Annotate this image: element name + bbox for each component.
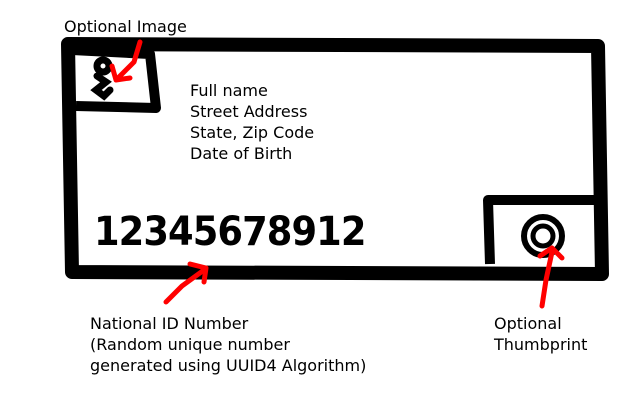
image-arrow-head (109, 63, 133, 83)
thumbprint-label: Optional Thumbprint (494, 313, 587, 355)
person-icon (90, 56, 114, 101)
card-border (61, 37, 609, 281)
date-of-birth-field: Date of Birth (190, 144, 293, 163)
thumbprint-label-line: Thumbprint (494, 335, 588, 354)
national-id-number: 12345678912 (94, 209, 366, 255)
annotation-arrows (109, 39, 565, 309)
street-address-field: Street Address (190, 102, 308, 121)
full-name-field: Full name (190, 81, 268, 100)
thumbprint-label-line: Optional (494, 314, 562, 333)
image-arrow (115, 39, 143, 81)
state-zip-field: State, Zip Code (190, 123, 315, 142)
thumbprint-box (483, 195, 596, 265)
national-id-label-line: (Random unique number (90, 335, 290, 354)
id-arrow-head (187, 261, 209, 285)
thumb-arrow (539, 249, 555, 309)
card-fields: Full name Street Address State, Zip Code… (190, 80, 314, 164)
national-id-label-line: generated using UUID4 Algorithm) (90, 356, 367, 375)
optional-image-label: Optional Image (64, 17, 187, 36)
thumb-arrow-head (537, 245, 565, 261)
id-arrow (163, 267, 207, 305)
photo-box (71, 45, 161, 113)
national-id-label-line: National ID Number (90, 314, 249, 333)
national-id-label: National ID Number (Random unique number… (90, 313, 366, 376)
